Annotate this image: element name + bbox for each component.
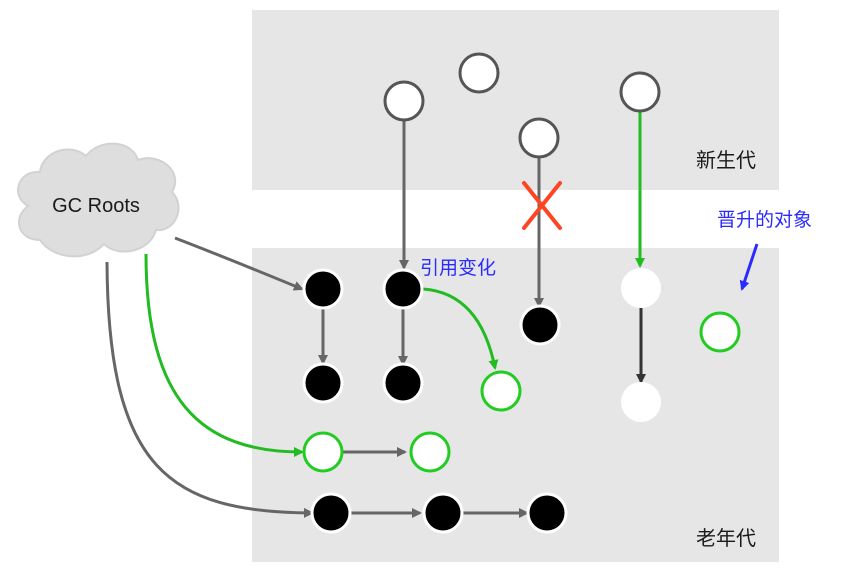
node-young-b — [458, 52, 500, 94]
node-old-c — [519, 304, 561, 346]
node-old-d — [302, 362, 344, 404]
cut-mark-icon — [522, 181, 562, 230]
node-chain-a — [310, 492, 352, 534]
gc-roots-label: GC Roots — [52, 195, 140, 217]
gc-roots-cloud: GC Roots — [17, 142, 180, 258]
node-old-a — [302, 268, 344, 310]
reference-change-label: 引用变化 — [420, 257, 496, 279]
node-young-d — [619, 71, 661, 113]
node-promoted-b — [621, 382, 661, 422]
node-green-b — [409, 431, 451, 473]
node-chain-c — [526, 492, 568, 534]
node-green-a — [302, 431, 344, 473]
node-young-c — [518, 117, 560, 159]
node-old-e — [382, 362, 424, 404]
node-promoted-a — [621, 268, 661, 308]
old-gen-label: 老年代 — [696, 526, 756, 550]
promoted-pointer-arrow — [739, 243, 759, 291]
young-gen-label: 新生代 — [696, 148, 756, 172]
edge-root-to-green-a — [144, 253, 304, 457]
node-green-changed — [480, 370, 522, 412]
edge-root-to-old-a — [174, 236, 304, 291]
node-green-promoted — [699, 311, 741, 353]
edge-root-to-chain — [105, 261, 314, 518]
young-generation-region — [252, 10, 779, 190]
node-young-a — [383, 80, 425, 122]
promoted-objects-label: 晋升的对象 — [717, 209, 812, 231]
node-chain-b — [422, 492, 464, 534]
node-old-b — [382, 268, 424, 310]
edge-reference-change — [422, 287, 499, 370]
